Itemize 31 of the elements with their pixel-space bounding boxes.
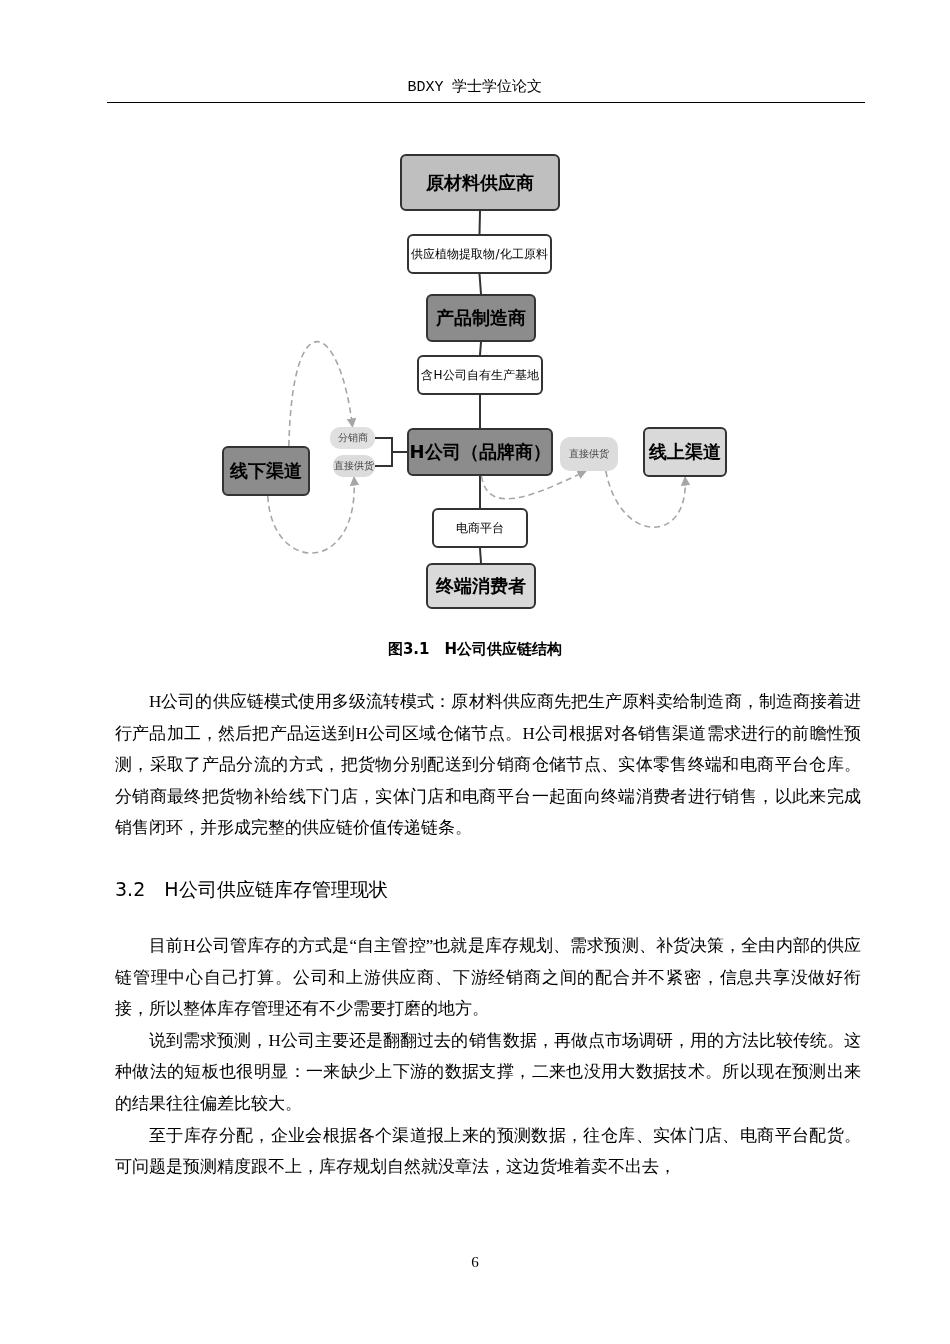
connector-line (478, 273, 482, 295)
paragraph: H公司的供应链模式使用多级流转模式：原材料供应商先把生产原料卖给制造商，制造商接着进行产品加工，然后把产品运送到H公司区域仓储节点。H公司根据对各销售渠道需求进行的前瞻性预测，采取了产品分流的方式，把货物分别配送到分销商仓储节点、实体零售终端和电商平台仓库。分销商最终把货物补给线下门店，实体门店和电商平台一起面向终端消费者进行销售，以此来完成销售闭环，并形成完整的供应链价值传递链条。 (115, 691, 861, 840)
entity-box: H公司（品牌商） (407, 428, 553, 476)
entity-box: 原材料供应商 (400, 154, 560, 211)
connector-line (478, 210, 481, 235)
page-number: 6 (470, 1254, 480, 1271)
flow-tag: 直接供货 (560, 437, 618, 471)
dashed-arrow (605, 470, 690, 529)
entity-box: 产品制造商 (426, 294, 536, 342)
note-box: 电商平台 (432, 508, 528, 548)
flow-tag: 直接供货 (333, 455, 375, 477)
entity-box: 线下渠道 (222, 446, 310, 496)
dashed-arrow (266, 476, 359, 554)
note-box: 含H公司自有生产基地 (417, 355, 543, 395)
connector-line (374, 451, 408, 467)
dashed-arrow (288, 340, 356, 447)
connector-line (479, 475, 481, 509)
paragraph: 目前H公司管库存的方式是“自主管控”也就是库存规划、需求预测、补货决策，全由内部的供应链管理中心自己打算。公司和上游供应商、下游经销商之间的配合并不紧密，信息共享没做好衔接，所以整体库存管理还有不少需要打磨的地方。 (115, 934, 861, 1021)
paragraph: 至于库存分配，企业会根据各个渠道报上来的预测数据，往仓库、实体门店、电商平台配货。可问题是预测精度跟不上，库存规划自然就没章法，这边货堆着卖不出去， (115, 1124, 861, 1179)
paragraph: 说到需求预测，H公司主要还是翻翻过去的销售数据，再做点市场调研，用的方法比较传统。这种做法的短板也很明显：一来缺少上下游的数据支撑，二来也没用大数据技术。所以现在预测出来的结果往往偏差比较大。 (115, 1029, 861, 1115)
connector-line (479, 547, 482, 564)
flow-tag: 分销商 (330, 427, 375, 449)
dashed-arrow (480, 470, 587, 500)
figure-caption: 图3.1 H公司供应链结构 (386, 640, 564, 659)
connector-line (479, 394, 481, 429)
running-header: BDXY 学士学位论文 (406, 77, 544, 96)
entity-box: 终端消费者 (426, 563, 536, 609)
connector-line (479, 341, 482, 356)
entity-box: 线上渠道 (643, 427, 727, 477)
section-heading: 3.2 H公司供应链库存管理现状 (115, 876, 389, 902)
note-box: 供应植物提取物/化工原料 (407, 234, 552, 274)
